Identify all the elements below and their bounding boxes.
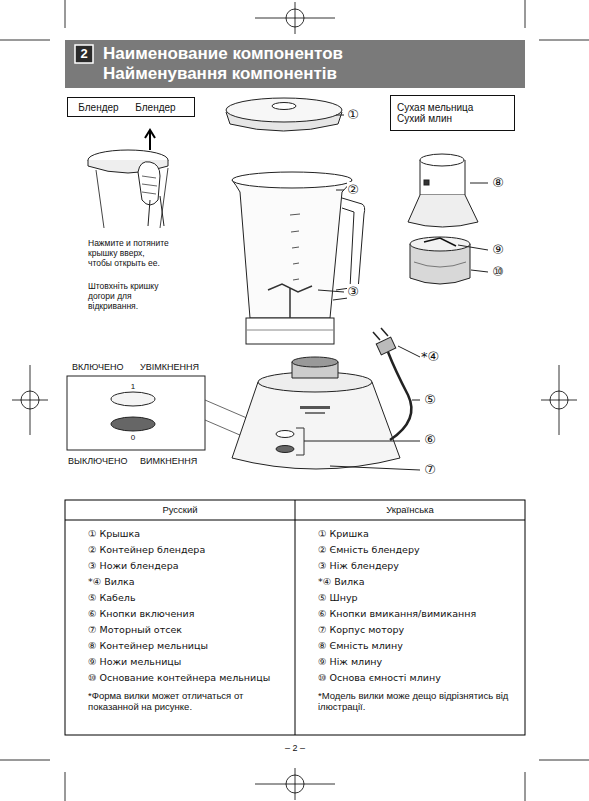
box-text: Сухая мельница (397, 102, 473, 113)
section-number: 2 (80, 46, 87, 62)
table-cell: ② Ємність блендеру (318, 544, 420, 555)
table-cell: ② Контейнер блендера (88, 544, 205, 555)
table-note: *Модель вилки може дещо відрізнятись від… (318, 690, 513, 713)
callout-number: ② (347, 182, 359, 198)
table-cell: ⑥ Кнопки включения (88, 608, 194, 619)
callout-number: ⑥ (424, 432, 436, 448)
table-cell: ⑧ Ємність млину (318, 640, 403, 651)
table-header: Русский (162, 504, 197, 515)
table-cell: ⑦ Моторный отсек (88, 624, 182, 635)
callout-number: ⑧ (492, 175, 504, 191)
switch-label: ВИМКНЕННЯ (140, 456, 197, 467)
box-text: Сухий млин (397, 113, 452, 124)
switch-label: УВІМКНЕННЯ (140, 362, 199, 373)
box-text: Блендер (78, 102, 118, 113)
switch-mark: 1 (131, 382, 135, 392)
callout-number: ⑨ (492, 242, 504, 258)
table-cell: ⑤ Шнур (318, 592, 358, 603)
table-cell: *④ Вилка (88, 576, 135, 587)
callout-number: ③ (347, 284, 359, 300)
page-number: – 2 – (285, 743, 305, 754)
table-cell: ③ Ніж блендеру (318, 560, 399, 571)
table-cell: ⑦ Корпус мотору (318, 624, 404, 635)
caption-box: Блендер Блендер (67, 97, 195, 117)
callout-number: ① (347, 107, 359, 123)
switch-label: ВКЛЮЧЕНО (72, 362, 123, 373)
table-note: *Форма вилки может отличаться от показан… (88, 690, 273, 713)
table-cell: ⑥ Кнопки вмикання/вимикання (318, 608, 476, 619)
table-cell: ⑨ Ніж млину (318, 656, 382, 667)
table-cell: ① Кришка (318, 528, 369, 539)
box-text: Блендер (135, 102, 175, 113)
instruction-note: Штовхніть кришку догори для відкривання. (88, 281, 170, 312)
caption-box: Сухая мельницаСухий млин (390, 95, 515, 131)
table-cell: ⑨ Ножи мельницы (88, 656, 181, 667)
table-cell: ⑤ Кабель (88, 592, 135, 603)
table-cell: ⑩ Основание контейнера мельницы (88, 672, 270, 683)
instruction-note: Нажмите и потяните крышку вверх, чтобы о… (88, 238, 170, 269)
table-cell: ⑩ Основа ємності млину (318, 672, 441, 683)
table-cell: ① Крышка (88, 528, 140, 539)
table-cell: ③ Ножи блендера (88, 560, 179, 571)
callout-number: ⑤ (424, 392, 436, 408)
section-title: Наименование компонентов Найменування ко… (103, 44, 373, 84)
table-cell: *④ Вилка (318, 576, 365, 587)
table-header: Українська (386, 504, 434, 515)
callout-number: *④ (421, 349, 439, 365)
table-cell: ⑧ Контейнер мельницы (88, 640, 208, 651)
callout-number: ⑦ (424, 462, 436, 478)
callout-number: ⑩ (492, 264, 504, 280)
switch-mark: 0 (131, 433, 135, 443)
switch-label: ВЫКЛЮЧЕНО (68, 456, 127, 467)
